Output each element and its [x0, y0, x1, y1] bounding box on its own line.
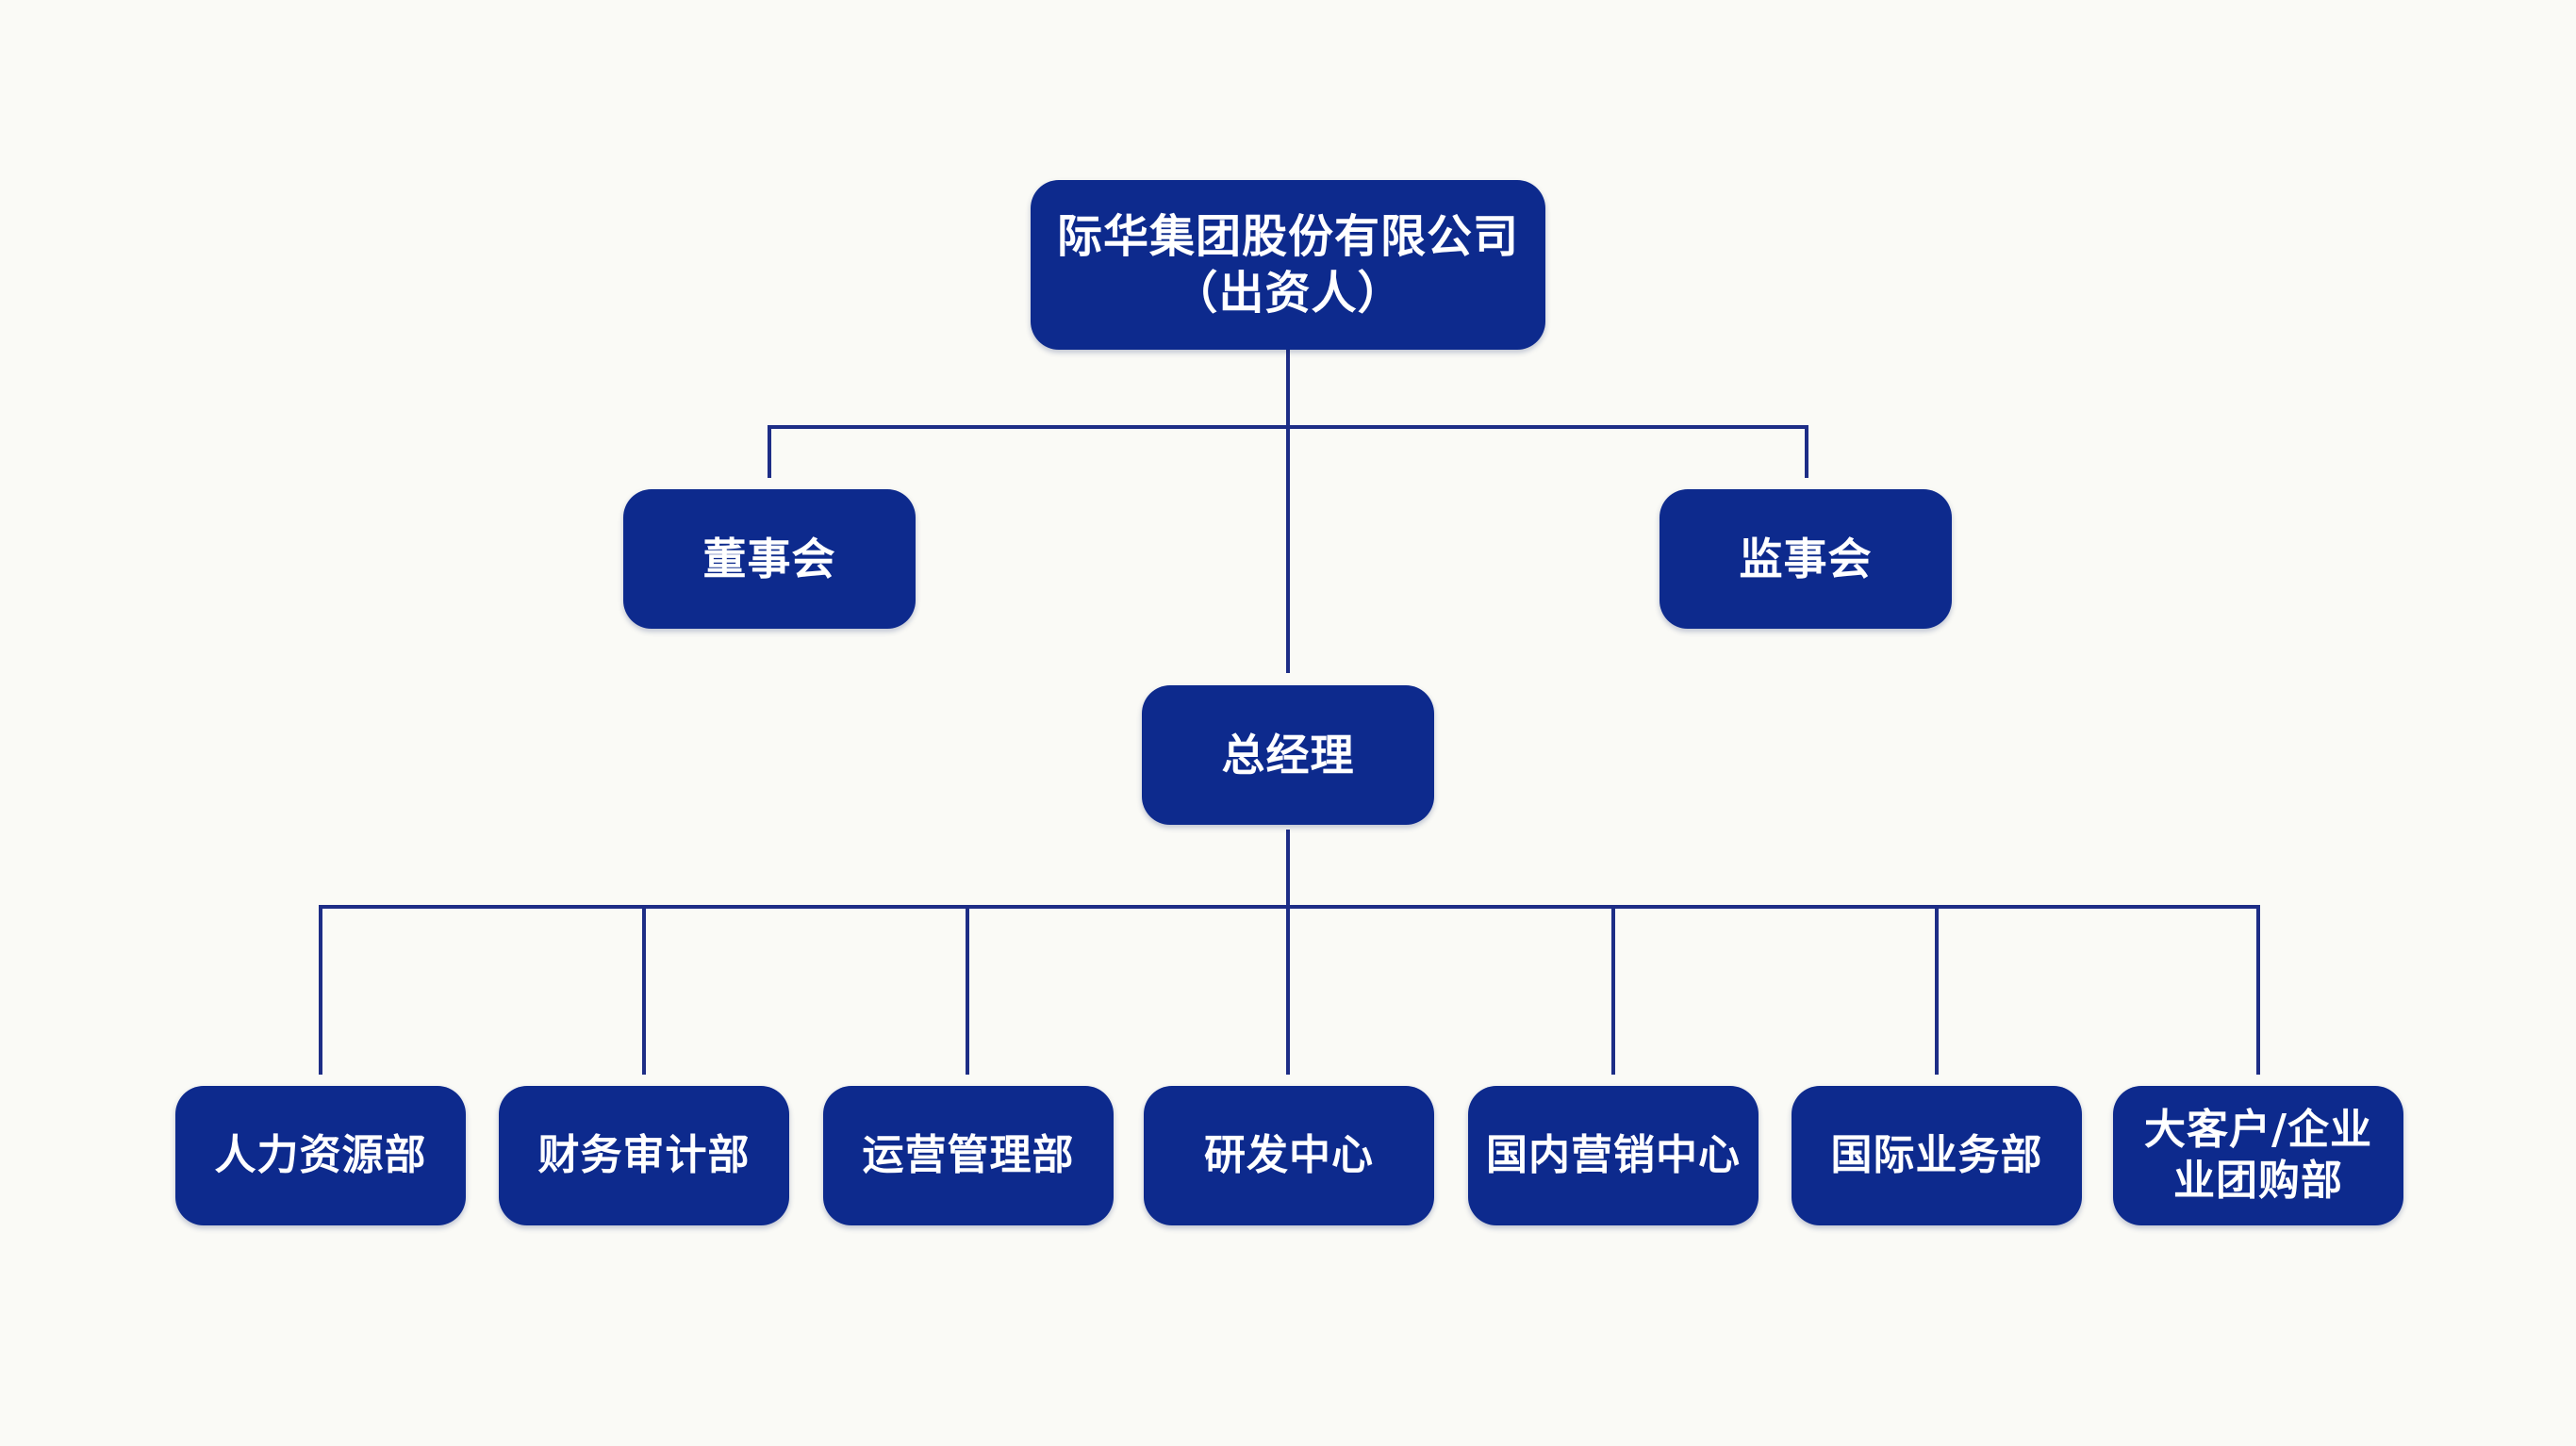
node-dept-rnd-center: 研发中心 — [1144, 1086, 1434, 1225]
node-dept-finance-audit: 财务审计部 — [499, 1086, 789, 1225]
node-dept-domestic-marketing: 国内营销中心 — [1468, 1086, 1759, 1225]
node-board-of-directors: 董事会 — [623, 489, 916, 629]
node-dept-key-accounts: 大客户/企业 业团购部 — [2113, 1086, 2403, 1225]
node-dept-international-business: 国际业务部 — [1792, 1086, 2082, 1225]
node-board-of-supervisors: 监事会 — [1660, 489, 1952, 629]
node-root-shareholder: 际华集团股份有限公司 （出资人） — [1031, 180, 1545, 350]
node-dept-human-resources: 人力资源部 — [175, 1086, 466, 1225]
node-dept-operations-management: 运营管理部 — [823, 1086, 1114, 1225]
node-general-manager: 总经理 — [1142, 685, 1434, 825]
